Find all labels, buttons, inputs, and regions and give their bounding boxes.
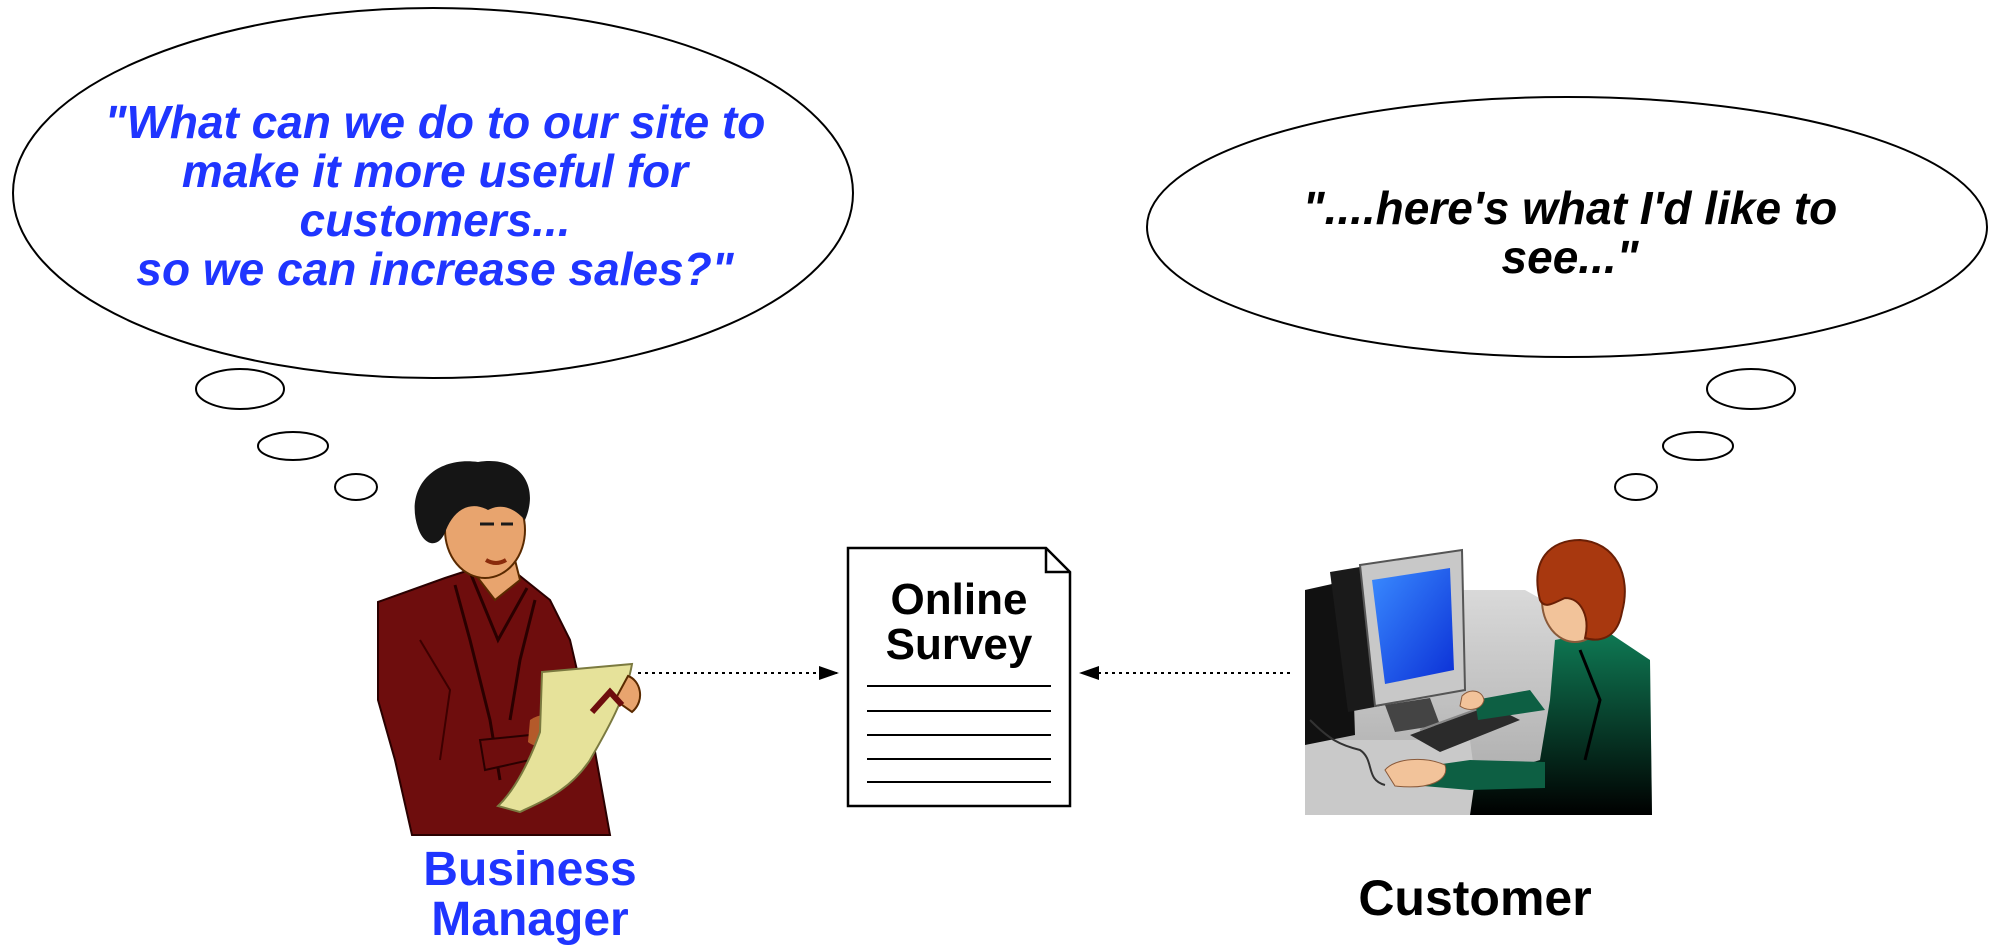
survey-title: Online Survey — [885, 575, 1033, 669]
customer-thought-text: "....here's what I'd like to see..." — [1302, 182, 1838, 283]
customer-thought-bubble — [1146, 96, 1988, 501]
manager-thought-text: "What can we do to our site to make it m… — [104, 96, 766, 295]
survey-document-icon — [846, 546, 1072, 808]
manager-thought-bubble — [12, 7, 854, 501]
customer-at-computer-figure — [1305, 538, 1652, 815]
business-manager-figure — [377, 461, 642, 836]
customer-label: Customer — [1358, 870, 1592, 926]
business-manager-label: Business Manager — [423, 843, 637, 946]
